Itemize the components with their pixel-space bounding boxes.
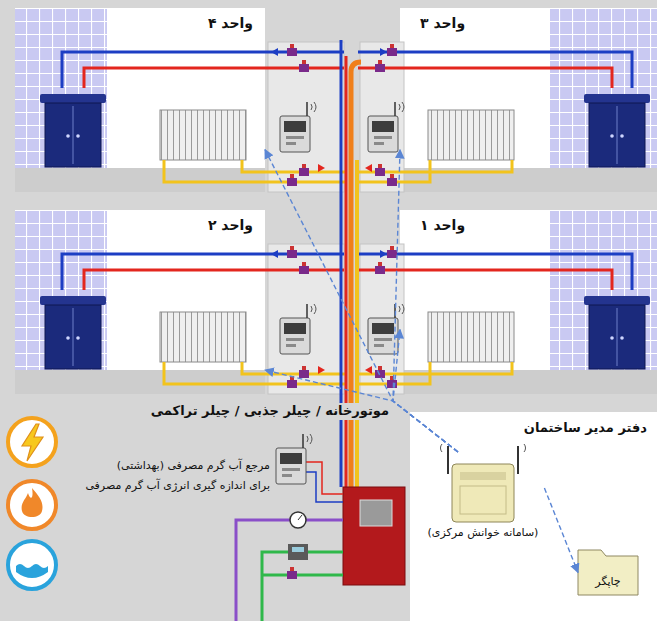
printer-folder: چاپگر xyxy=(578,550,638,595)
data-link xyxy=(544,488,578,573)
reader-antenna xyxy=(517,446,519,474)
reader-antenna xyxy=(447,446,449,474)
central-reader-device xyxy=(452,464,514,522)
flow-meter xyxy=(288,544,308,560)
gauge-needle xyxy=(298,515,302,520)
unit-drawing xyxy=(358,210,657,394)
unit-panel: واحد ۲ xyxy=(15,210,265,394)
section-title: موتورخانه / چیلر جذبی / چیلر تراکمی xyxy=(148,403,392,420)
printer-folder xyxy=(578,550,638,595)
node-heading: واحد ۱ xyxy=(420,216,465,234)
label-holder: مرجع آب گرم مصرفی (بهداشتی) xyxy=(117,455,270,473)
unit-drawing xyxy=(15,210,346,394)
valve xyxy=(287,567,297,579)
node-heading: دفتر مدیر ساختمان xyxy=(524,420,647,437)
unit-drawing xyxy=(15,8,346,192)
central-reader: (سامانه خوانش مرکزی) xyxy=(422,452,545,546)
note-label: برای اندازه گیری انرژی آب گرم مصرفی xyxy=(85,479,270,493)
note-label: مرجع آب گرم مصرفی (بهداشتی) xyxy=(117,459,270,473)
dhw-reference-meter xyxy=(276,434,312,484)
reader-detail xyxy=(460,486,506,514)
node-heading: (سامانه خوانش مرکزی) xyxy=(428,526,539,540)
wireless-arcs xyxy=(440,444,525,452)
office-panel: دفتر مدیر ساختمان (سامانه خوانش مرکزی) چاپ… xyxy=(410,412,657,621)
node-heading: چاپگر xyxy=(595,575,620,589)
office-panel xyxy=(410,412,657,621)
data-link xyxy=(265,150,458,452)
flame xyxy=(22,488,43,517)
unit-drawing xyxy=(358,8,657,192)
data-link xyxy=(265,370,458,452)
pressure-gauge xyxy=(290,512,306,528)
data-link xyxy=(393,330,458,452)
unit-panel: واحد ۳ xyxy=(400,8,657,192)
water-supply-pipe xyxy=(262,574,343,577)
riser-pipe xyxy=(345,56,348,487)
boiler-box xyxy=(343,487,405,585)
electricity-icon xyxy=(8,418,56,466)
node-heading: واحد ۲ xyxy=(208,216,253,234)
water-supply-pipe xyxy=(262,552,343,621)
unit-panel: واحد ۴ xyxy=(15,8,265,192)
node-heading: واحد ۴ xyxy=(208,14,253,32)
riser-pipe xyxy=(355,160,359,487)
node-heading: واحد ۳ xyxy=(420,14,465,32)
water-icon xyxy=(8,541,56,589)
riser-pipe xyxy=(351,62,361,487)
reader-detail xyxy=(460,472,506,480)
lightning-bolt xyxy=(22,424,43,461)
unit-panel: واحد ۱ xyxy=(400,210,657,394)
gas-icon xyxy=(8,481,56,529)
gas-pipe xyxy=(236,520,343,621)
flow-meter-screen xyxy=(292,547,304,552)
water-wave xyxy=(16,564,48,578)
sensor-wire xyxy=(306,462,343,494)
riser-pipe xyxy=(340,40,343,487)
label-holder: موتورخانه / چیلر جذبی / چیلر تراکمی xyxy=(148,401,392,420)
boiler-screen xyxy=(360,500,392,526)
sensor-wire xyxy=(306,472,343,502)
data-link xyxy=(393,150,458,452)
label-holder: برای اندازه گیری انرژی آب گرم مصرفی xyxy=(85,475,270,493)
